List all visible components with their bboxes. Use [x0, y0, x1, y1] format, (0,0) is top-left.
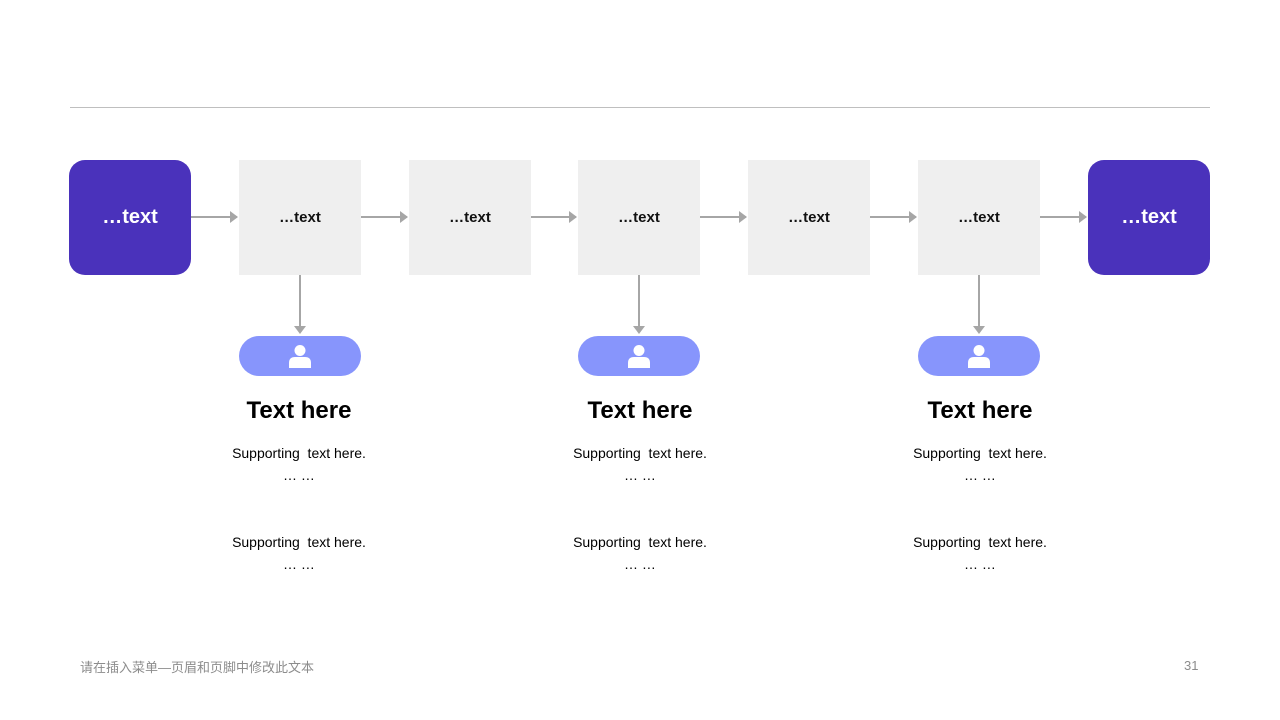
start-node: …text	[69, 160, 191, 275]
flow-arrow-3	[531, 211, 577, 223]
down-arrow-2	[633, 275, 645, 334]
flow-arrow-4	[700, 211, 747, 223]
user-icon	[968, 345, 990, 368]
column-title: Text here	[587, 397, 693, 424]
down-arrow-3	[973, 275, 985, 334]
supporting-text: Supporting text here.	[573, 534, 707, 550]
user-icon	[628, 345, 650, 368]
step-node-label: …text	[449, 209, 491, 226]
flow-arrow-1	[191, 211, 238, 223]
step-node-5: …text	[918, 160, 1040, 275]
step-node-2: …text	[409, 160, 531, 275]
end-node-label: …text	[1121, 206, 1177, 228]
column-title: Text here	[927, 397, 1033, 424]
supporting-text: Supporting text here.	[913, 534, 1047, 550]
ellipsis-text: … …	[964, 467, 996, 483]
step-node-label: …text	[788, 209, 830, 226]
text-column-3: Text here Supporting text here. … … Supp…	[860, 396, 1100, 575]
step-node-1: …text	[239, 160, 361, 275]
supporting-text: Supporting text here.	[913, 445, 1047, 461]
supporting-text: Supporting text here.	[232, 534, 366, 550]
step-node-3: …text	[578, 160, 700, 275]
step-node-label: …text	[958, 209, 1000, 226]
ellipsis-text: … …	[624, 467, 656, 483]
user-pill-3	[918, 336, 1040, 376]
user-icon	[289, 345, 311, 368]
start-node-label: …text	[102, 206, 158, 228]
flow-arrow-5	[870, 211, 917, 223]
top-divider	[70, 107, 1210, 108]
page-number: 31	[1184, 658, 1199, 673]
ellipsis-text: … …	[964, 556, 996, 572]
supporting-text: Supporting text here.	[573, 445, 707, 461]
step-node-label: …text	[618, 209, 660, 226]
step-node-label: …text	[279, 209, 321, 226]
column-title: Text here	[246, 397, 352, 424]
text-column-1: Text here Supporting text here. … … Supp…	[179, 396, 419, 575]
user-pill-2	[578, 336, 700, 376]
flow-arrow-2	[361, 211, 408, 223]
text-column-2: Text here Supporting text here. … … Supp…	[520, 396, 760, 575]
end-node: …text	[1088, 160, 1210, 275]
down-arrow-1	[294, 275, 306, 334]
footer-text: 请在插入菜单—页眉和页脚中修改此文本	[80, 660, 315, 675]
flow-arrow-6	[1040, 211, 1087, 223]
supporting-text: Supporting text here.	[232, 445, 366, 461]
ellipsis-text: … …	[283, 556, 315, 572]
ellipsis-text: … …	[624, 556, 656, 572]
step-node-4: …text	[748, 160, 870, 275]
ellipsis-text: … …	[283, 467, 315, 483]
user-pill-1	[239, 336, 361, 376]
